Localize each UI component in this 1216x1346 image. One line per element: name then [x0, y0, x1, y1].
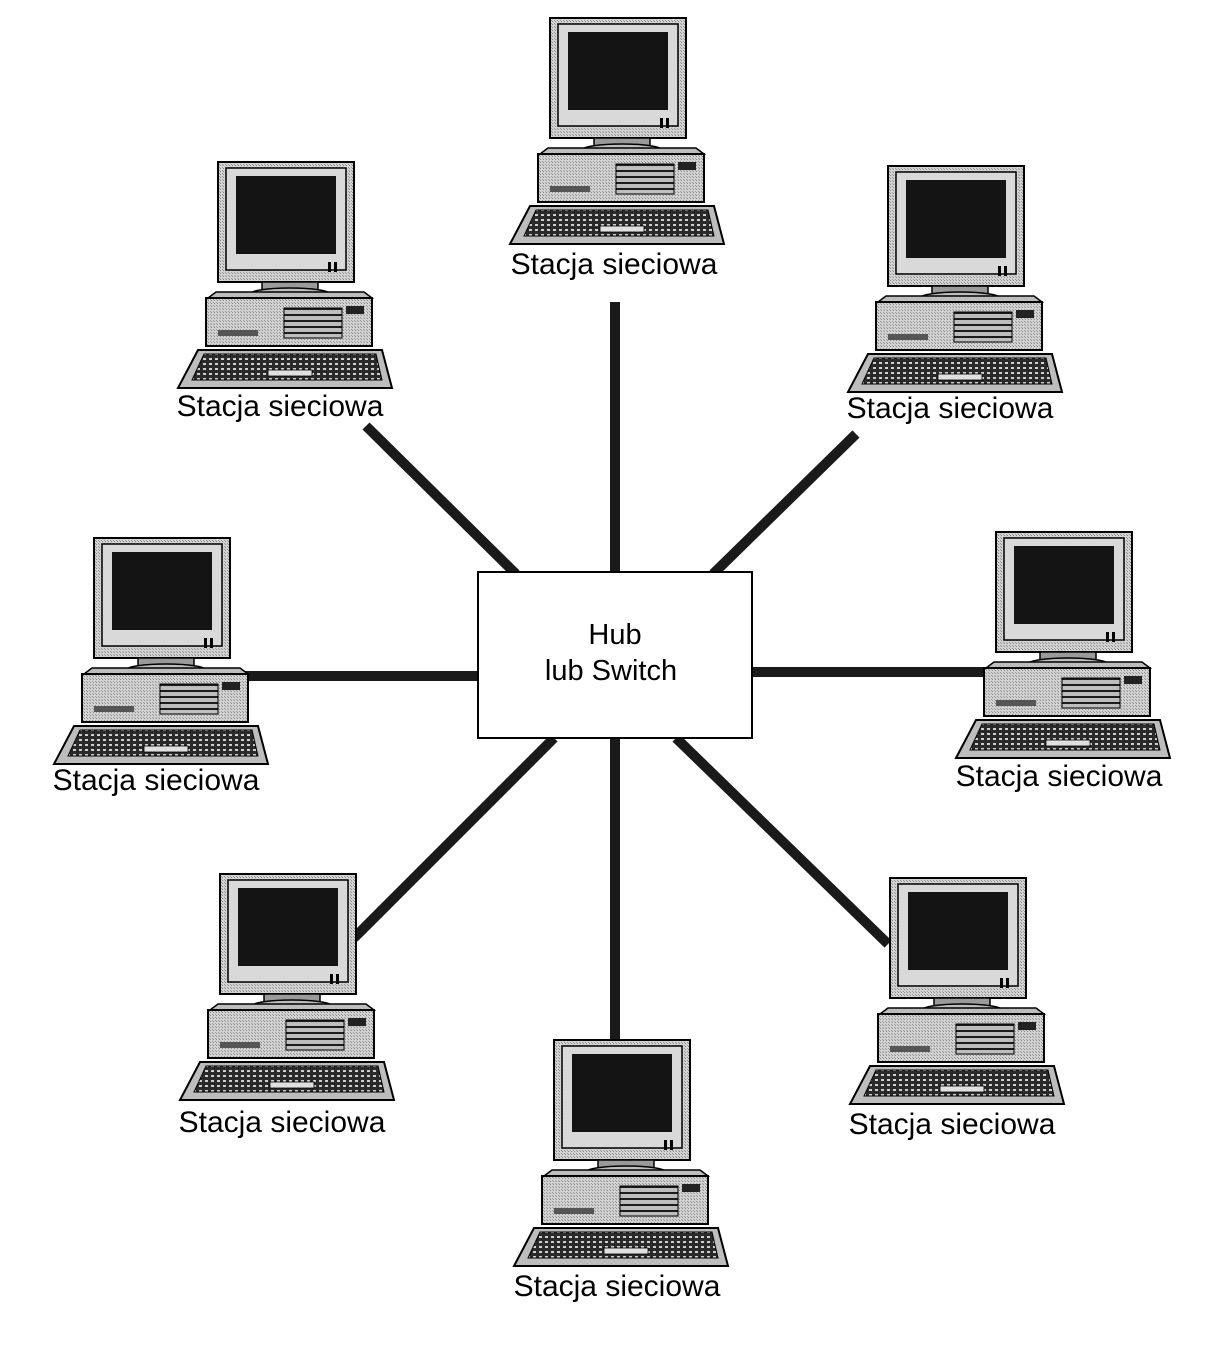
- workstation-right: [955, 531, 1171, 759]
- computer-icon: [847, 165, 1063, 393]
- computer-icon: [849, 877, 1065, 1105]
- station-label-bottom-left: Stacja sieciowa: [179, 1106, 386, 1139]
- hub-rectangle: [477, 571, 753, 739]
- link-bottom-left: [350, 734, 558, 942]
- hub-label-line1: Hub: [588, 619, 641, 651]
- station-label-top-left: Stacja sieciowa: [177, 390, 384, 423]
- hub-label-line2: lub Switch: [545, 655, 677, 687]
- computer-icon: [179, 873, 395, 1101]
- computer-icon: [53, 537, 269, 765]
- station-label-top: Stacja sieciowa: [511, 248, 718, 281]
- computer-icon: [509, 17, 725, 245]
- workstation-left: [53, 537, 269, 765]
- station-label-left: Stacja sieciowa: [53, 764, 260, 797]
- workstation-top: [509, 17, 725, 245]
- workstation-bottom: [513, 1039, 729, 1267]
- computer-icon: [955, 531, 1171, 759]
- station-label-right: Stacja sieciowa: [956, 760, 1163, 793]
- computer-icon: [513, 1039, 729, 1267]
- workstation-bottom-left: [179, 873, 395, 1101]
- link-bottom-right: [672, 734, 892, 948]
- workstation-bottom-right: [849, 877, 1065, 1105]
- network-links: [238, 302, 992, 1040]
- workstation-top-right: [847, 165, 1063, 393]
- link-top-left: [362, 422, 520, 578]
- station-label-top-right: Stacja sieciowa: [847, 392, 1054, 425]
- station-label-bottom: Stacja sieciowa: [514, 1270, 721, 1303]
- hub-switch-box: Hub lub Switch: [477, 571, 753, 739]
- computer-icon: [177, 161, 393, 389]
- workstation-top-left: [177, 161, 393, 389]
- link-top-right: [709, 430, 860, 578]
- station-label-bottom-right: Stacja sieciowa: [849, 1108, 1056, 1141]
